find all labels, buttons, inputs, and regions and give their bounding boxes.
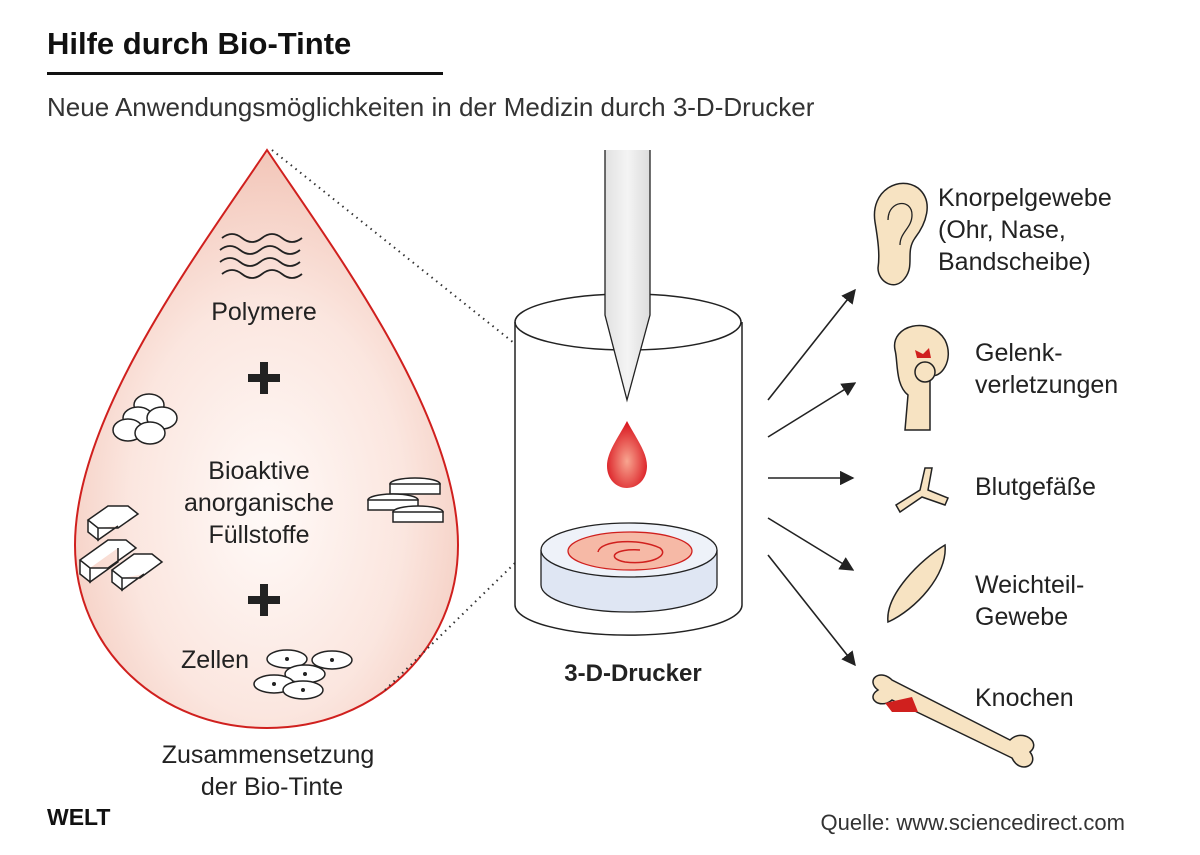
drop-caption-2: der Bio-Tinte [201,773,343,801]
page-title: Hilfe durch Bio-Tinte [47,26,351,61]
joint-label-2: verletzungen [975,371,1118,399]
plus-icon [248,362,280,394]
plus-icon [248,584,280,616]
page-subtitle: Neue Anwendungsmöglichkeiten in der Medi… [47,92,815,122]
print-nozzle [604,150,651,403]
title-underline [47,72,443,75]
bone-label: Knochen [975,684,1074,712]
bio-ink-drop [73,148,460,730]
arrow-to-bone [767,554,856,667]
blood-vessel-icon [894,467,949,514]
cartilage-label-1: Knorpelgewebe [938,184,1112,212]
vessels-label: Blutgefäße [975,473,1096,501]
cartilage-label-3: Bandscheibe) [938,248,1091,276]
cells-icon [253,649,353,700]
drop-caption-1: Zusammensetzung [162,741,375,769]
cartilage-label-2: (Ohr, Nase, [938,216,1066,244]
soft-tissue-label-2: Gewebe [975,603,1068,631]
bone-icon [872,674,1035,768]
welt-logo: WELT [47,804,110,830]
muscle-icon [887,543,946,624]
joint-label-1: Gelenk- [975,339,1063,367]
polymers-label: Polymere [211,298,317,326]
fillers-label-1: Bioaktive [208,457,309,485]
printer-label: 3-D-Drucker [564,660,701,687]
printer-illustration [514,150,743,636]
crystals-icon [78,505,164,592]
arrow-to-cartilage [767,288,856,401]
cells-label: Zellen [181,646,249,674]
source-note: Quelle: www.sciencedirect.com [821,810,1125,835]
printed-tissue [567,531,693,571]
spheres-icon [112,393,178,445]
arrow-to-soft-tissue [767,517,855,571]
polymer-icon [219,233,303,279]
soft-tissue-label-1: Weichteil- [975,571,1084,599]
discs-icon [367,477,444,523]
fillers-label-3: Füllstoffe [209,521,310,549]
arrow-to-joint [767,382,857,438]
arrows [767,288,857,667]
fillers-label-2: anorganische [184,489,334,517]
ink-droplet [607,421,647,488]
ear-icon [873,182,928,286]
hip-joint-icon [894,324,950,431]
